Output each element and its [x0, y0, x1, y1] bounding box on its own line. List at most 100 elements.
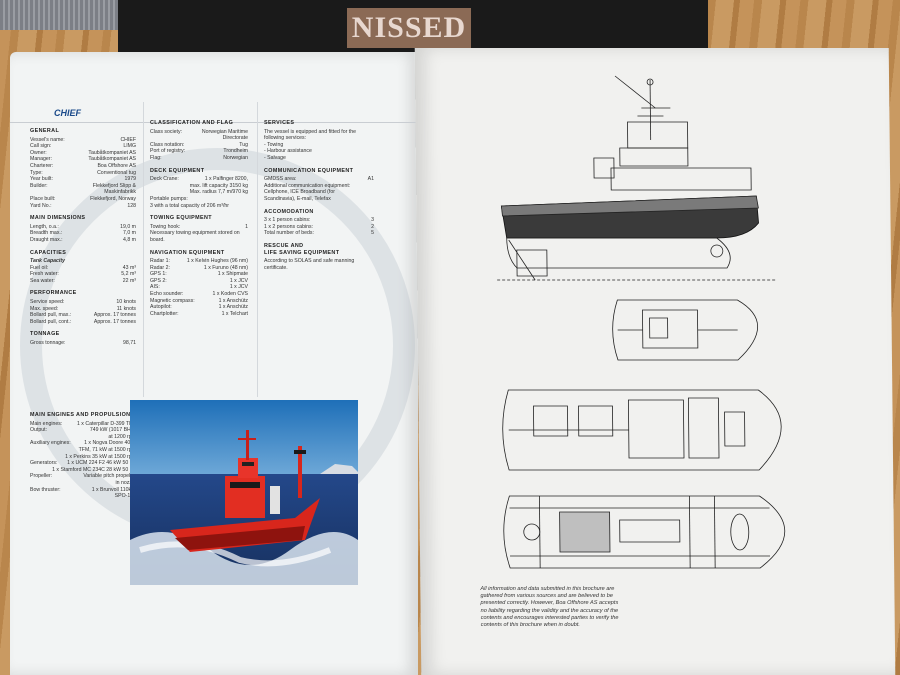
spec-row: Class notation:Tug: [150, 142, 248, 149]
spec-label: Main engines:: [30, 420, 63, 427]
spec-label: Echo sounder:: [150, 291, 184, 298]
spec-label: Class society:: [150, 128, 182, 135]
back-cover-label: NISSED: [347, 8, 471, 48]
spec-value: 1 x Stamford MC 234C 28 kW 50 Hz: [52, 466, 136, 473]
spec-value: 5: [371, 230, 374, 237]
spec-label: GMDSS area:: [264, 176, 297, 183]
spec-value: 1 x Perkins 35 kW at 1500 rpm: [65, 453, 136, 460]
spec-row: GMDSS area:A1: [264, 176, 374, 183]
spec-row: Gross tonnage:98,71: [30, 340, 136, 347]
spec-label: Generators:: [30, 460, 58, 467]
spec-label: Bollard pull, cont.:: [30, 318, 72, 325]
spec-label: Output:: [30, 427, 48, 434]
spec-label: AIS:: [150, 284, 160, 291]
section-note: According to SOLAS and safe manning cert…: [264, 258, 355, 271]
spec-row: Owner:Taubåtkompaniet AS: [30, 150, 136, 157]
spec-row: GPS 1:1 x Shipmate: [150, 271, 248, 278]
spec-row: Sea water:22 m³: [30, 278, 136, 285]
spec-row: TFM, 71 kW at 1500 rpm: [30, 447, 136, 454]
spec-value: 1 x Anschütz: [218, 304, 248, 311]
spec-value: 22 m³: [122, 277, 136, 284]
spec-value: Taubåtkompaniet AS: [88, 149, 136, 156]
section-heading: DECK EQUIPMENT: [150, 167, 205, 174]
spec-label: Deck Crane:: [150, 176, 179, 183]
vessel-title: CHIEF: [54, 108, 81, 118]
spec-row: Year built:1979: [30, 176, 136, 183]
spec-label: Flag:: [150, 154, 162, 161]
spec-value: 1 x Furuno (48 nm): [203, 264, 248, 271]
spec-label: Portable pumps:: [150, 195, 188, 202]
spec-label: Fuel oil:: [30, 264, 49, 271]
spec-value: 1 x Telchart: [221, 310, 248, 317]
spec-label: Total number of beds:: [264, 230, 314, 237]
section-note: Necessary towing equipment stored on boa…: [150, 230, 240, 243]
spec-row: Bollard pull, cont.: Approx. 17 tonnes: [30, 319, 136, 326]
section-heading: RESCUE AND LIFE SAVING EQUIPMENT: [264, 242, 340, 256]
spec-value: 98,71: [123, 340, 136, 347]
spec-row: Deck Crane: 1 x Palfinger 8200, max. lift…: [150, 176, 248, 196]
section-heading: CLASSIFICATION AND FLAG: [150, 120, 234, 126]
spec-row: Propeller:Variable pitch propeller in no…: [30, 473, 136, 486]
spec-label: Port of registry:: [150, 148, 186, 155]
spec-row: 1 x Stamford MC 234C 28 kW 50 Hz: [30, 467, 136, 474]
spec-row: Call sign:LIMG: [30, 143, 136, 150]
spec-row: Auxiliary engines:1 x Nogva Doore 4045: [30, 440, 136, 447]
spec-row: Vessel's name:CHIEF: [30, 137, 136, 144]
spec-row: 1 x 2 persons cabins:2: [264, 224, 374, 231]
spec-row: Charterer:Boa Offshore AS: [30, 163, 136, 170]
spec-row: AIS: 1 x JCV: [150, 284, 248, 291]
spec-row: Bollard pull, max.: Approx. 17 tonnes: [30, 312, 136, 319]
section-note: The vessel is equipped and fitted for th…: [264, 128, 356, 161]
spec-label: Autopilot:: [150, 304, 172, 311]
spec-value: 1 x JCV: [229, 277, 248, 284]
spec-label: GPS 2:: [150, 277, 167, 284]
spec-value: 128: [127, 202, 136, 209]
section-heading: TONNAGE: [30, 331, 60, 338]
spec-row: Yard No.:128: [30, 203, 136, 210]
spec-value: 1 x JCV: [229, 284, 248, 291]
spec-row: Magnetic compass:1 x Anschütz: [150, 298, 248, 305]
spec-row: Breadth max.:7,0 m: [30, 230, 136, 237]
spec-row: Bow thruster:1 x Brunvoll 110kW SPO-150: [30, 487, 136, 500]
spec-value: 19,0 m: [120, 223, 136, 230]
spec-value: 1 x Shipmate: [217, 271, 248, 278]
spec-label: Magnetic compass:: [150, 297, 195, 304]
spec-label: Service speed:: [30, 299, 65, 306]
spec-row: Autopilot: 1 x Anschütz: [150, 304, 248, 311]
spec-label: Builder:: [30, 182, 48, 189]
spec-value: TFM, 71 kW at 1500 rpm: [78, 446, 136, 453]
spec-label: Place built:: [30, 195, 56, 202]
spec-section-deck: DECK EQUIPMENT Deck Crane: 1 x Palfinger 8…: [150, 168, 248, 210]
spec-row: Radar 1:1 x Kelvin Hughes (96 nm): [150, 258, 248, 265]
profile-view: [497, 75, 778, 281]
spec-value: Boa Offshore AS: [97, 162, 136, 169]
spec-value: Approx. 17 tonnes: [93, 312, 136, 319]
spec-section-classification: CLASSIFICATION AND FLAG Class society: Nor…: [150, 120, 248, 162]
spec-value: Flekkefjord Slipp & Maskinfabrikk: [92, 182, 136, 196]
spec-value: 43 m³: [122, 264, 136, 271]
spec-label: Bollard pull, max.:: [30, 312, 72, 319]
spec-value: 1 x Caterpillar D-399 TEK: [76, 420, 136, 427]
spec-value: 3: [371, 217, 374, 224]
spec-label: Auxiliary engines:: [30, 440, 71, 447]
spec-value: Approx. 17 tonnes: [93, 318, 136, 325]
spec-row: Echo sounder:1 x Koden CVS: [150, 291, 248, 298]
spec-label: Vessel's name:: [30, 136, 65, 143]
tank-plan: [503, 495, 786, 569]
spec-value: Tug: [239, 141, 248, 148]
spec-value: 1 x Palfinger 8200, max. lift capacity 3…: [189, 176, 248, 196]
spec-row: Manager:Taubåtkompaniet AS: [30, 156, 136, 163]
spec-label: Length, o.a.:: [30, 223, 59, 230]
spec-value: Norwegian: [223, 154, 248, 161]
spec-row: Towing hook:1: [150, 224, 248, 231]
section-note: 3 with a total capacity of 206 m³/hr: [150, 202, 230, 209]
spec-row: Port of registry:Trondheim: [150, 148, 248, 155]
spec-row: Max. speed:11 knots: [30, 306, 136, 313]
section-heading: PERFORMANCE: [30, 290, 77, 297]
spec-label: Towing hook:: [150, 223, 181, 230]
